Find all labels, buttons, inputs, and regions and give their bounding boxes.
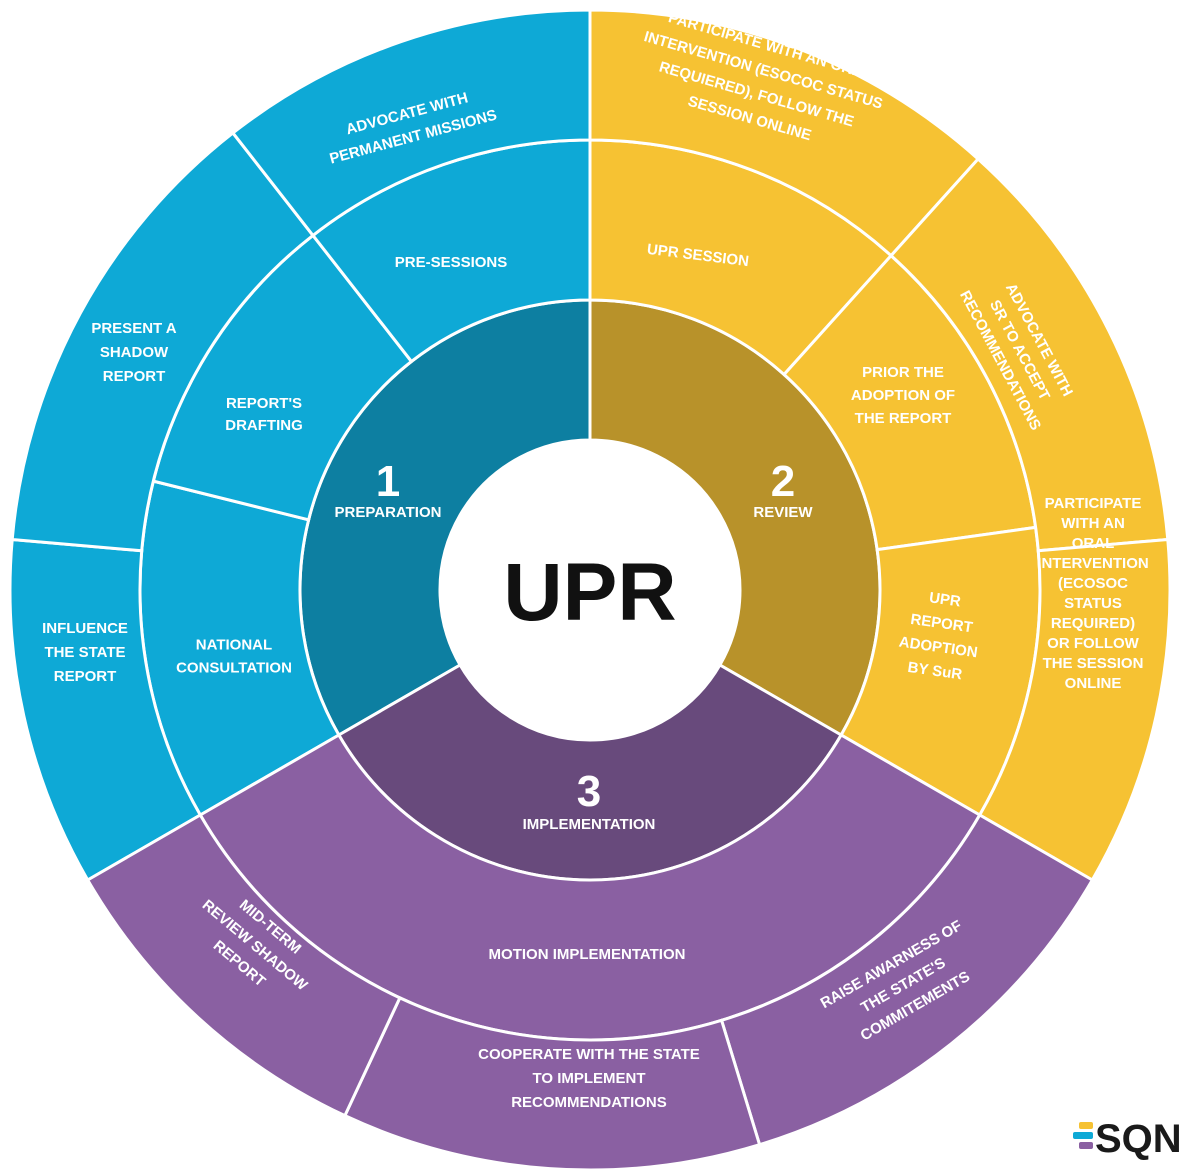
label-present-shadow-report-line: PRESENT A (91, 320, 176, 337)
label-participate-oral-adoption-line: (ECOSOC (1058, 575, 1128, 592)
label-participate-oral-adoption-line: REQUIRED) (1051, 615, 1135, 632)
wedge-mid-term-review (85, 812, 402, 1118)
label-participate-oral-adoption: PARTICIPATE WITH AN ORAL INTERVENTION (ECOSO… (1037, 495, 1148, 692)
label-upr-report-adoption-line: UPR (928, 589, 962, 610)
label-national-consultation-line: CONSULTATION (176, 660, 292, 677)
phase-1-name: PREPARATION (335, 504, 442, 521)
label-prior-adoption: PRIOR THE ADOPTION OF THE REPORT (851, 364, 955, 427)
label-influence-state-report-line: INFLUENCE (42, 620, 128, 637)
label-cooperate-with-state: COOPERATE WITH THE STATE TO IMPLEMENT RECO… (478, 1046, 700, 1111)
center-hub: UPR (440, 440, 740, 740)
label-participate-oral-adoption-line: WITH AN (1061, 515, 1125, 532)
label-pre-sessions: PRE-SESSIONS (395, 254, 508, 271)
label-cooperate-with-state-line: RECOMMENDATIONS (511, 1094, 667, 1111)
label-present-shadow-report-line: REPORT (103, 368, 166, 385)
label-influence-state-report-line: THE STATE (44, 644, 125, 661)
label-influence-state-report: INFLUENCE THE STATE REPORT (42, 620, 128, 685)
label-participate-oral-adoption-line: OR FOLLOW (1047, 635, 1139, 652)
label-national-consultation: NATIONAL CONSULTATION (176, 637, 292, 677)
phase-1-number: 1 (376, 457, 400, 506)
phase-3-name: IMPLEMENTATION (523, 816, 656, 833)
ring-wedges (8, 8, 1172, 1169)
sqn-logo: SQN (1073, 1117, 1182, 1161)
label-motion-implementation: MOTION IMPLEMENTATION (489, 946, 686, 963)
phase-2-number: 2 (771, 457, 795, 506)
label-cooperate-with-state-line: COOPERATE WITH THE STATE (478, 1046, 700, 1063)
label-motion-implementation-line: MOTION IMPLEMENTATION (489, 946, 686, 963)
label-cooperate-with-state-line: TO IMPLEMENT (532, 1070, 645, 1087)
label-participate-oral-adoption-line: STATUS (1064, 595, 1122, 612)
label-reports-drafting-line: DRAFTING (225, 417, 303, 434)
center-title: UPR (503, 547, 676, 638)
center-circle (440, 440, 740, 740)
label-pre-sessions-line: PRE-SESSIONS (395, 254, 508, 271)
label-participate-oral-adoption-line: ONLINE (1065, 675, 1122, 692)
label-present-shadow-report-line: SHADOW (100, 344, 169, 361)
label-reports-drafting-line: REPORT'S (226, 395, 302, 412)
label-participate-oral-adoption-line: PARTICIPATE (1045, 495, 1142, 512)
phase-2-name: REVIEW (753, 504, 813, 521)
phase-3-number: 3 (577, 767, 601, 816)
label-influence-state-report-line: REPORT (54, 668, 117, 685)
label-national-consultation-line: NATIONAL (196, 637, 272, 654)
label-prior-adoption-line: ADOPTION OF (851, 387, 955, 404)
label-prior-adoption-line: PRIOR THE (862, 364, 944, 381)
label-prior-adoption-line: THE REPORT (855, 410, 952, 427)
label-present-shadow-report: PRESENT A SHADOW REPORT (91, 320, 176, 385)
phase-labels: 1 PREPARATION 2 REVIEW 3 IMPLEMENTATION (335, 457, 814, 833)
label-participate-oral-adoption-line: ORAL (1072, 535, 1115, 552)
logo-text: SQN (1095, 1117, 1182, 1161)
label-participate-oral-adoption-line: THE SESSION (1043, 655, 1144, 672)
sqn-logo-mark-icon (1073, 1122, 1093, 1149)
label-reports-drafting: REPORT'S DRAFTING (225, 395, 303, 434)
label-participate-oral-adoption-line: INTERVENTION (1037, 555, 1148, 572)
